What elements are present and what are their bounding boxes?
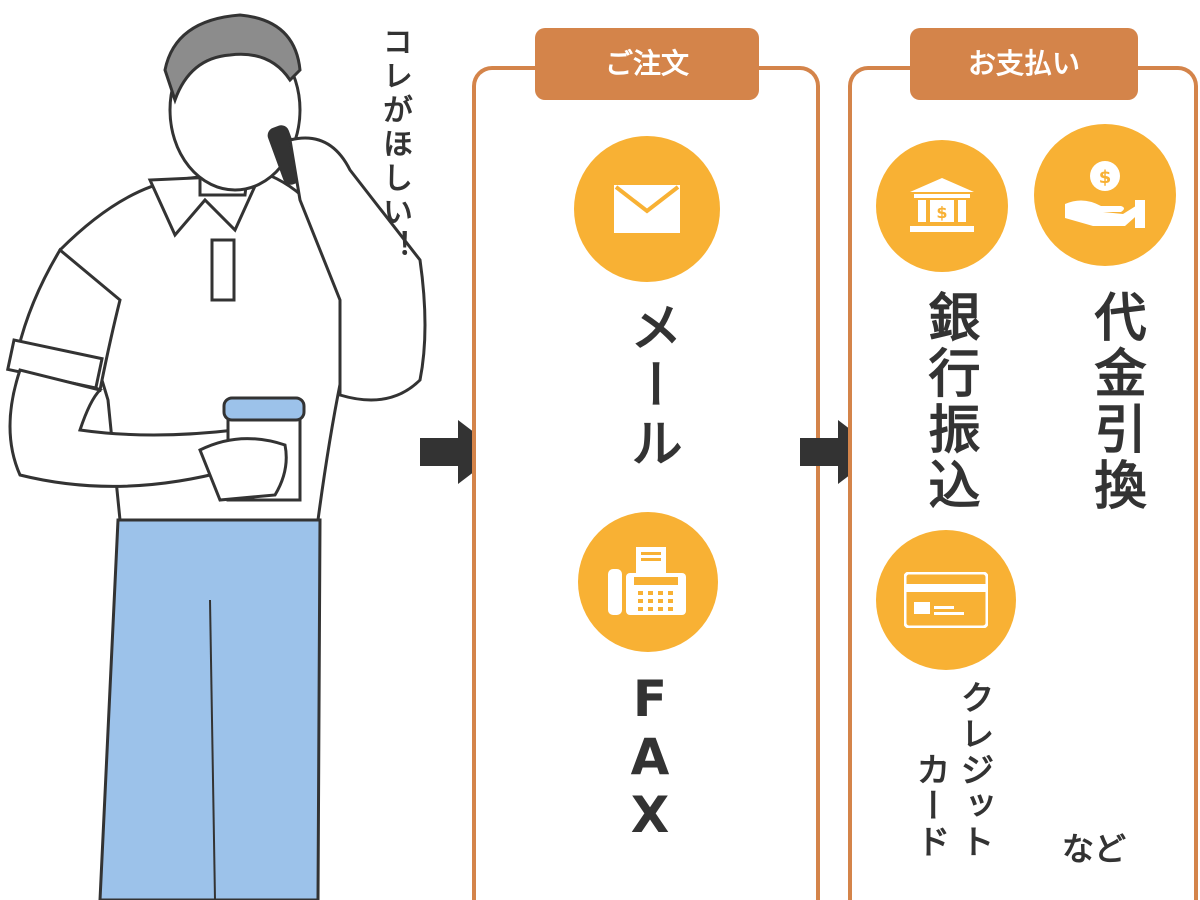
- cash-hand-circle: $: [1034, 124, 1176, 266]
- order-title: ご注文: [535, 28, 759, 100]
- speech-text: コレがほしい！: [377, 26, 412, 264]
- credit-card-icon: [904, 572, 988, 628]
- order-fax-label: FAX: [630, 670, 670, 844]
- svg-text:$: $: [1099, 167, 1112, 188]
- payment-title: お支払い: [910, 28, 1138, 100]
- payment-bank-label: 銀行振込: [919, 290, 979, 514]
- bank-circle: $: [876, 140, 1008, 272]
- envelope-circle: [574, 136, 720, 282]
- payment-credit-label-line1: クレジット: [954, 680, 994, 860]
- pants: [98, 518, 322, 900]
- envelope-icon: [614, 185, 680, 233]
- payment-etc-label: など: [1062, 830, 1127, 868]
- order-mail-label: メール: [621, 300, 681, 474]
- man-on-phone-illustration: [5, 13, 427, 900]
- cash-hand-icon: $: [1065, 161, 1145, 228]
- payment-cod-label: 代金引換: [1085, 290, 1145, 514]
- bank-icon: $: [910, 178, 974, 232]
- svg-text:$: $: [936, 203, 947, 222]
- arrow-right-icon: [800, 420, 880, 484]
- fax-icon: [608, 547, 686, 615]
- credit-card-circle: [876, 530, 1016, 670]
- fax-circle: [578, 512, 718, 652]
- arrow-right-icon: [420, 420, 500, 484]
- payment-credit-label-line2: カード: [910, 752, 950, 860]
